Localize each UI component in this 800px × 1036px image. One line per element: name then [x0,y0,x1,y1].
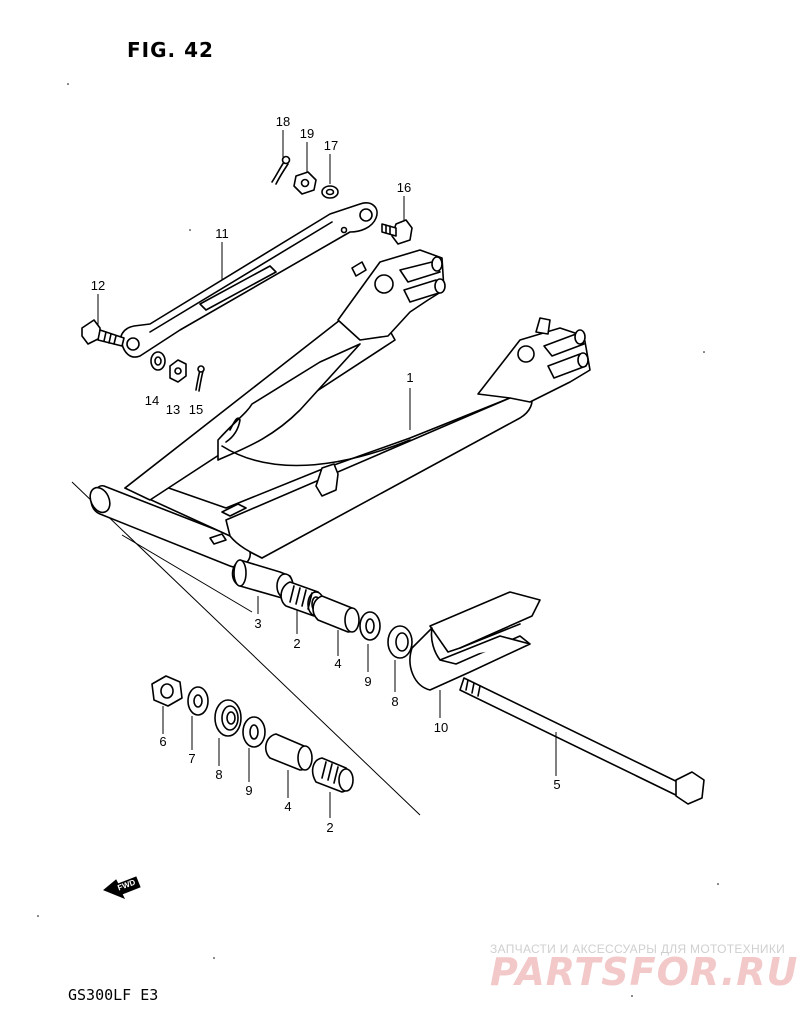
callout-part-6: 6 [159,734,166,749]
figure-title: FIG. 42 [127,38,214,62]
model-code: GS300LF E3 [68,986,159,1004]
bolt-12 [81,319,125,347]
callout-part-4-upper: 4 [334,656,341,671]
callout-part-11: 11 [215,226,229,241]
alignment-line-left [71,481,421,816]
scan-specks [37,83,719,997]
nut-6 [151,675,183,707]
seal-8-lower [214,699,242,737]
washer-17 [321,185,339,199]
fwd-arrow-icon: FWD [103,876,141,899]
callout-part-10: 10 [434,720,448,735]
chain-guard-10 [409,591,541,691]
washer-14 [150,351,166,371]
nut-19 [293,171,317,195]
bolt-16 [381,219,413,245]
callout-part-1: 1 [406,370,413,385]
callout-part-16: 16 [397,180,411,195]
seal-8-upper [387,625,413,659]
swing-arm [89,249,591,568]
washer-9-upper [359,611,381,641]
washer-7 [187,686,209,716]
callout-part-14: 14 [145,393,159,408]
callout-part-18: 18 [276,114,290,129]
callout-part-15: 15 [189,402,203,417]
callout-part-4-lower: 4 [284,799,291,814]
watermark-logo: PARTSFOR.RU [490,950,799,994]
callout-part-5: 5 [553,777,560,792]
callout-part-3: 3 [254,616,261,631]
cotter-pin-15 [195,365,205,392]
needle-bearing-2-lower [311,757,354,793]
callout-part-9-lower: 9 [245,783,252,798]
callout-part-13: 13 [166,402,180,417]
nut-13 [169,359,187,383]
spacer-4-lower [264,733,313,771]
cotter-pin-18 [271,155,291,185]
callout-part-8-upper: 8 [391,694,398,709]
torque-link [119,202,378,358]
pivot-shaft-5 [459,677,705,805]
callout-part-17: 17 [324,138,338,153]
callout-part-7: 7 [188,751,195,766]
callout-part-12: 12 [91,278,105,293]
callout-part-2-lower: 2 [326,820,333,835]
callout-part-9-upper: 9 [364,674,371,689]
spacer-4-upper [312,595,360,633]
alignment-line-pivot [121,534,253,613]
callout-part-2-upper: 2 [293,636,300,651]
callout-part-8-lower: 8 [215,767,222,782]
washer-9-lower [242,716,266,748]
callout-part-19: 19 [300,126,314,141]
watermark-tagline: ЗАПЧАСТИ И АКСЕССУАРЫ ДЛЯ МОТОТЕХНИКИ [490,942,786,956]
